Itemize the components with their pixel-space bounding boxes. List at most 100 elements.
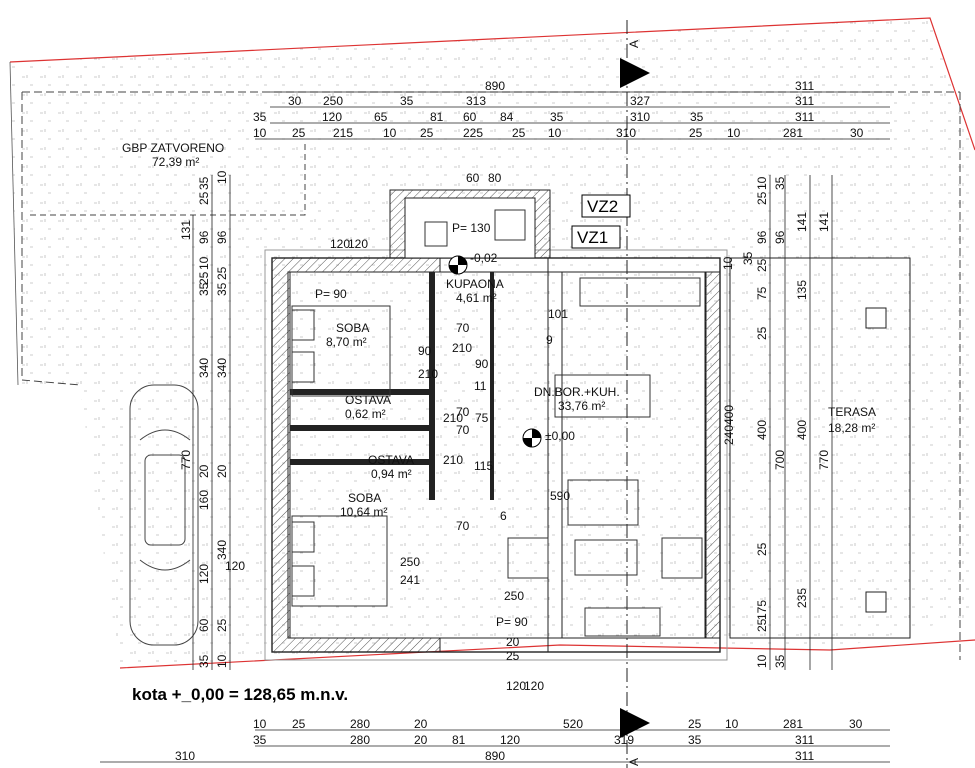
dimension-label: 250: [504, 589, 524, 603]
ostava1-name: OSTAVA: [345, 393, 391, 407]
kupaona-name: KUPAONA: [446, 277, 504, 291]
ostava2-area: 0,94 m²: [371, 467, 412, 481]
dimension-label: 35: [197, 654, 211, 668]
dimension-label: 20: [506, 635, 520, 649]
dimension-label: 25: [292, 717, 306, 731]
dimension-label: 135: [795, 280, 809, 300]
dimension-label: 20: [414, 717, 428, 731]
dimension-label: 400: [722, 405, 736, 425]
dimension-label: 10: [215, 654, 229, 668]
room-labels: GBP ZATVORENO 72,39 m² KUPAONA 4,61 m² S…: [122, 40, 876, 766]
gbp-area: 72,39 m²: [152, 155, 199, 169]
note-p90-b: P= 90: [496, 615, 528, 629]
furniture: [291, 209, 703, 637]
dimension-label: 770: [817, 450, 831, 470]
dimension-label: 20: [215, 464, 229, 478]
dimension-label: 10: [253, 717, 267, 731]
dimension-label: 10: [725, 717, 739, 731]
section-line-a: [620, 20, 650, 768]
dimension-label: 25: [755, 326, 769, 340]
dimension-label: 160: [197, 490, 211, 510]
dimension-label: 115: [474, 459, 493, 473]
dimension-label: 319: [614, 733, 634, 747]
dimension-label: 313: [466, 94, 486, 108]
dimension-label: 35: [197, 282, 211, 296]
dimension-label: 35: [253, 110, 267, 124]
dimension-label: 235: [795, 588, 809, 608]
dimension-label: 281: [783, 126, 803, 140]
dimension-label: 101: [548, 307, 568, 321]
dimension-label: 340: [215, 540, 229, 560]
dimension-label: 311: [795, 749, 814, 763]
level-marker-icon: [448, 255, 542, 448]
dimension-label: 6: [500, 509, 507, 523]
elevation-note: kota +_0,00 = 128,65 m.n.v.: [132, 685, 348, 704]
vz1-box: [571, 225, 621, 249]
dimension-label: 250: [323, 94, 343, 108]
dimension-label: 240: [722, 425, 736, 445]
ostava2-name: OSTAVA: [368, 453, 414, 467]
vz1-label: VZ1: [577, 228, 608, 247]
dimension-label: 340: [197, 358, 211, 378]
dimension-label: 311: [795, 110, 814, 124]
dimension-label: 60: [466, 171, 480, 185]
level-label-bath: -0,02: [470, 251, 498, 265]
dimension-label: 70: [456, 519, 470, 533]
dimension-label: 75: [475, 411, 489, 425]
dimension-label: 35: [197, 176, 211, 190]
dimension-lines-left: [192, 175, 231, 670]
dimension-label: 890: [485, 79, 505, 93]
dimension-label: 311: [795, 94, 814, 108]
dimension-label: 90: [418, 344, 432, 358]
dimension-label: 770: [179, 450, 193, 470]
vz2-box: [581, 194, 631, 218]
dimension-label: 35: [773, 176, 787, 190]
dimension-label: 890: [485, 749, 505, 763]
dimension-label: 25: [755, 258, 769, 272]
dimension-label: 10: [727, 126, 741, 140]
dimension-label: 35: [215, 282, 229, 296]
dimension-label: 25: [197, 271, 211, 285]
dimension-label: 215: [333, 126, 353, 140]
dimension-lines-bottom: [100, 729, 890, 763]
dimension-label: 25: [506, 649, 520, 663]
dimension-label: 25: [755, 618, 769, 632]
dimension-label: 225: [463, 126, 483, 140]
soba2-name: SOBA: [348, 491, 381, 505]
dimension-label: 65: [374, 110, 388, 124]
dimension-label: 340: [215, 358, 229, 378]
dimension-label: 35: [741, 251, 755, 265]
dimension-label: 70: [456, 405, 470, 419]
dimension-label: 25: [292, 126, 306, 140]
dimension-label: 120: [225, 559, 245, 573]
dimension-label: 30: [849, 717, 863, 731]
dimension-label: 700: [773, 450, 787, 470]
dimension-label: 131: [179, 220, 193, 240]
dimension-label: 327: [630, 94, 650, 108]
dimension-label: 25: [689, 126, 703, 140]
terasa-area: 18,28 m²: [828, 421, 875, 435]
dimension-label: 25: [215, 618, 229, 632]
dimension-label: 400: [755, 420, 769, 440]
dimension-lines-top: [255, 91, 890, 140]
dimension-label: 310: [175, 749, 195, 763]
dimension-label: 25: [688, 717, 702, 731]
soba1-name: SOBA: [336, 321, 369, 335]
dimension-label: 35: [688, 733, 702, 747]
dimension-label: 10: [253, 126, 267, 140]
dimension-label: 25: [197, 191, 211, 205]
dimension-label: 25: [512, 126, 526, 140]
soba2-area: 10,64 m²: [340, 505, 387, 519]
dimension-label: 25: [755, 191, 769, 205]
dimension-label: 120: [322, 110, 342, 124]
dimension-label: 120: [348, 237, 368, 251]
vz2-label: VZ2: [587, 197, 618, 216]
dimension-label: 10: [755, 654, 769, 668]
dimension-label: 96: [755, 230, 769, 244]
note-p130: P= 130: [452, 221, 491, 235]
dimension-label: 120: [524, 679, 544, 693]
dimension-label: 35: [773, 654, 787, 668]
dimension-label: 10: [755, 176, 769, 190]
